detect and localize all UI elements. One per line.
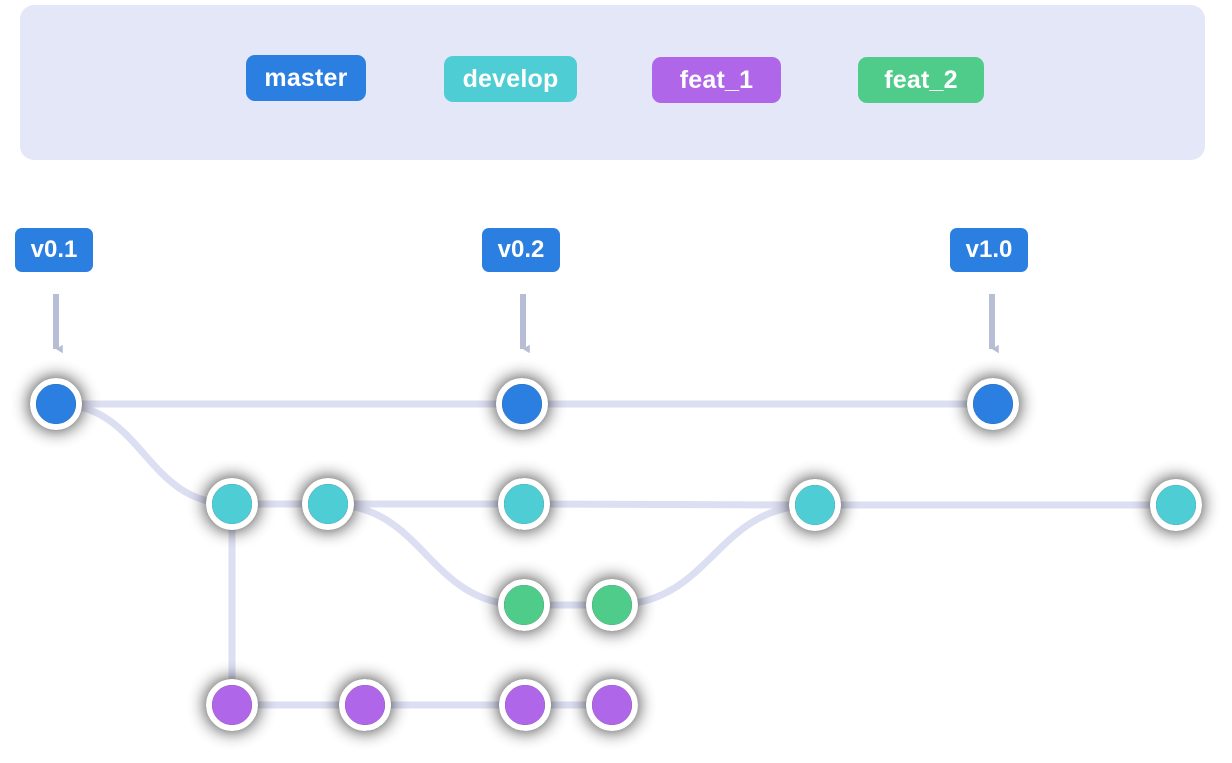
branch-legend-list: master develop feat_1 feat_2: [20, 5, 1205, 160]
commit-node-core: [212, 484, 252, 524]
commit-node-m2[interactable]: [496, 378, 548, 430]
commit-node-ring: [789, 479, 841, 531]
commit-node-d1[interactable]: [206, 478, 258, 530]
legend-pill-feat_1[interactable]: feat_1: [652, 57, 781, 103]
commit-node-core: [36, 384, 76, 424]
commit-node-d3[interactable]: [498, 478, 550, 530]
commit-node-d4[interactable]: [789, 479, 841, 531]
commit-node-ring: [498, 478, 550, 530]
tag-arrow-layer: [53, 294, 999, 354]
edge-m1-d1: [52, 400, 236, 508]
commit-node-ring: [967, 378, 1019, 430]
commit-node-core: [212, 685, 252, 725]
commit-node-p4[interactable]: [586, 679, 638, 731]
commit-node-core: [345, 685, 385, 725]
commit-node-ring: [302, 478, 354, 530]
commit-node-p1[interactable]: [206, 679, 258, 731]
commit-node-g1[interactable]: [498, 579, 550, 631]
legend-pill-feat_2[interactable]: feat_2: [858, 57, 984, 103]
commit-node-core: [504, 484, 544, 524]
commit-node-p2[interactable]: [339, 679, 391, 731]
commit-node-core: [502, 384, 542, 424]
commit-node-m3[interactable]: [967, 378, 1019, 430]
commit-node-core: [505, 685, 545, 725]
edge-d2-g1: [324, 500, 528, 609]
commit-node-core: [1156, 485, 1196, 525]
commit-node-d2[interactable]: [302, 478, 354, 530]
commit-node-ring: [206, 478, 258, 530]
commit-node-ring: [496, 378, 548, 430]
commit-node-ring: [586, 679, 638, 731]
commit-node-ring: [339, 679, 391, 731]
commit-node-core: [592, 585, 632, 625]
legend-pill-master[interactable]: master: [246, 55, 366, 101]
commit-node-ring: [206, 679, 258, 731]
commit-node-p3[interactable]: [499, 679, 551, 731]
commit-node-core: [308, 484, 348, 524]
commit-node-core: [504, 585, 544, 625]
node-layer: [30, 378, 1202, 731]
version-tag-v0.2[interactable]: v0.2: [482, 228, 560, 272]
commit-node-d5[interactable]: [1150, 479, 1202, 531]
edge-layer: [52, 400, 1180, 709]
commit-node-core: [795, 485, 835, 525]
commit-node-g2[interactable]: [586, 579, 638, 631]
edge-g2-d4: [608, 501, 819, 609]
branch-legend-panel: master develop feat_1 feat_2: [20, 5, 1205, 160]
version-tag-v0.1[interactable]: v0.1: [15, 228, 93, 272]
commit-node-ring: [30, 378, 82, 430]
commit-node-ring: [498, 579, 550, 631]
legend-pill-develop[interactable]: develop: [444, 56, 577, 102]
commit-node-ring: [499, 679, 551, 731]
commit-node-ring: [1150, 479, 1202, 531]
commit-node-core: [592, 685, 632, 725]
version-tag-v1.0[interactable]: v1.0: [950, 228, 1028, 272]
edge-d3-d4: [520, 500, 819, 509]
commit-node-core: [973, 384, 1013, 424]
commit-node-m1[interactable]: [30, 378, 82, 430]
commit-node-ring: [586, 579, 638, 631]
